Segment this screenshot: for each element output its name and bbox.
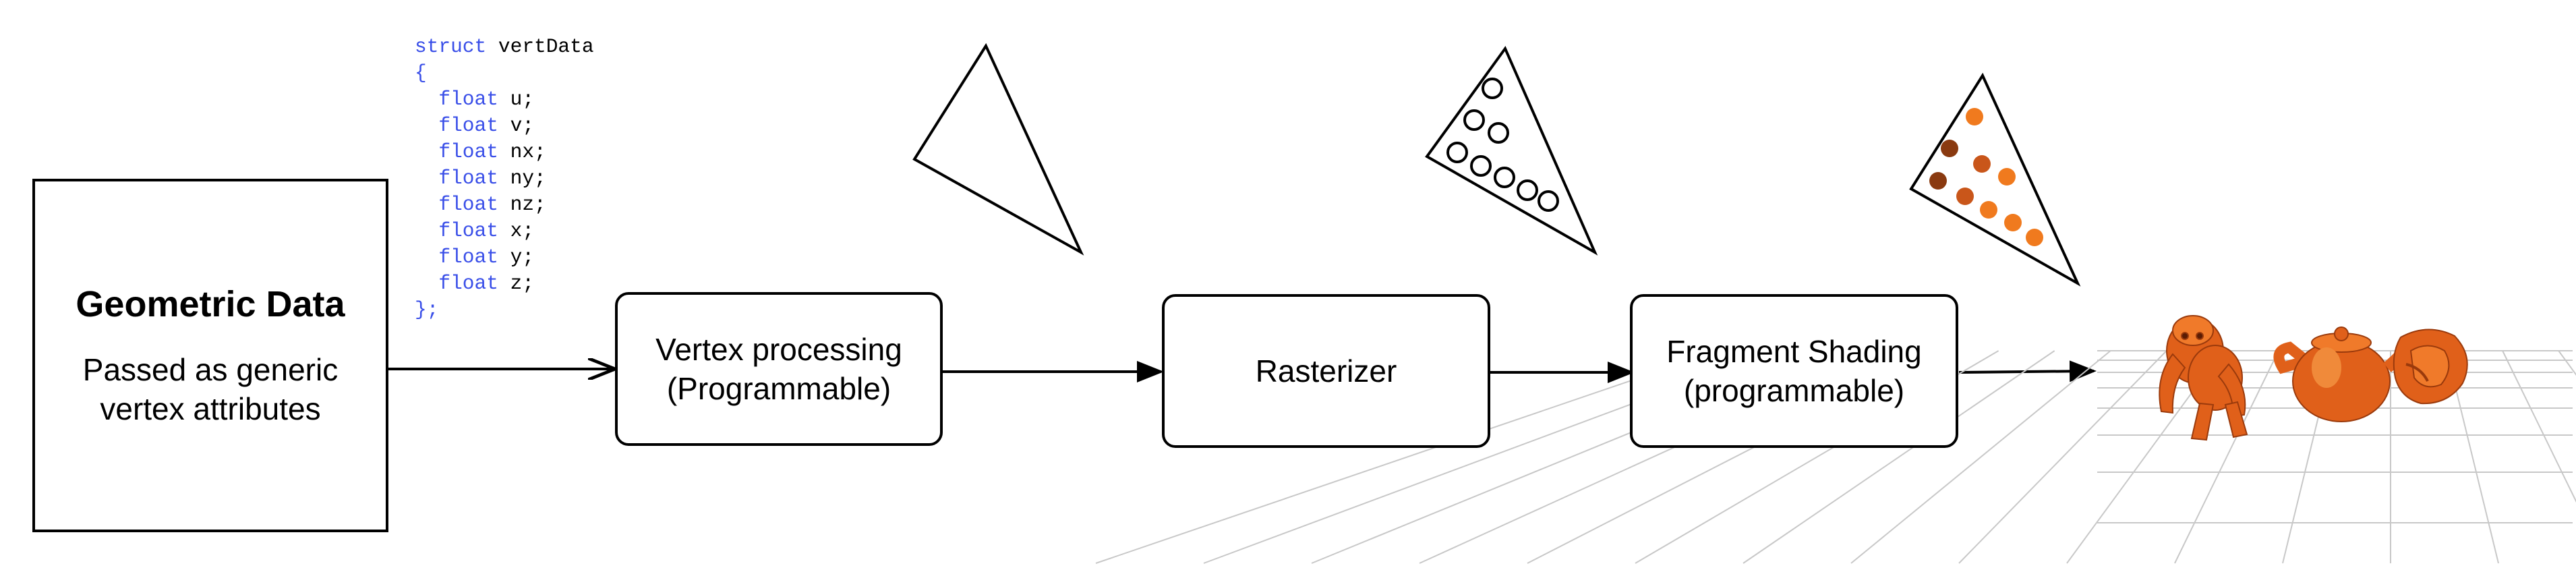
code-struct-keyword: struct xyxy=(415,35,487,58)
floor-grid-line xyxy=(2502,350,2576,503)
geometric-data-title: Geometric Data xyxy=(76,284,345,324)
shaded-fragment-dot xyxy=(1929,172,1947,190)
fragment-shading-sublabel: (programmable) xyxy=(1683,373,1905,408)
code-field-name: v; xyxy=(498,114,535,137)
vertdata-struct-code: struct vertData { float u; float v; floa… xyxy=(415,34,594,323)
dragon-model xyxy=(2393,329,2468,405)
raster-sample-dot xyxy=(1517,179,1538,201)
shaded-fragment-dot xyxy=(1973,155,1991,173)
floor-grid-line xyxy=(1095,350,1719,564)
vertex-processing-label: Vertex processing xyxy=(655,332,902,367)
triangle-icon xyxy=(912,42,1084,256)
code-float-keyword: float xyxy=(415,219,498,242)
code-field-name: y; xyxy=(498,246,535,268)
raster-sample-dot xyxy=(1494,167,1515,188)
rendered-scene-image xyxy=(1095,315,2576,564)
code-struct-name: vertData xyxy=(486,35,594,58)
fragment-shading-box: Fragment Shading (programmable) xyxy=(1630,294,1958,448)
rasterizer-label: Rasterizer xyxy=(1255,353,1397,389)
rasterizer-box: Rasterizer xyxy=(1162,294,1490,448)
code-field-name: u; xyxy=(498,88,535,111)
vertex-processing-box: Vertex processing (Programmable) xyxy=(615,292,943,446)
code-float-keyword: float xyxy=(415,167,498,190)
floor-grid-line xyxy=(1958,350,2167,564)
shaded-fragment-dot xyxy=(1966,108,1983,125)
shaded-fragment-dot xyxy=(1956,188,1974,205)
geometric-data-subtitle: Passed as generic vertex attributes xyxy=(82,352,339,426)
raster-sample-dot xyxy=(1538,190,1559,212)
geometric-data-box: Geometric Data Passed as generic vertex … xyxy=(32,179,388,532)
shaded-fragment-dot xyxy=(1941,140,1958,157)
code-field-name: z; xyxy=(498,272,535,295)
floor-grid-line xyxy=(2558,350,2576,376)
shaded-fragment-dot xyxy=(1998,168,2016,186)
code-float-keyword: float xyxy=(415,88,498,111)
raster-sample-dot xyxy=(1463,109,1485,131)
fragment-shading-label: Fragment Shading xyxy=(1666,334,1922,369)
code-field-name: ny; xyxy=(498,167,546,190)
code-close-brace: }; xyxy=(415,298,439,321)
code-field-name: nx; xyxy=(498,140,546,163)
shaded-fragment-dot xyxy=(1980,201,1997,219)
code-float-keyword: float xyxy=(415,246,498,268)
arrow-fragment-to-output xyxy=(1958,360,2097,382)
floor-grid-line xyxy=(2174,350,2279,564)
shaded-fragment-dot xyxy=(2026,229,2043,246)
code-float-keyword: float xyxy=(415,193,498,216)
code-float-keyword: float xyxy=(415,272,498,295)
raster-sample-dot xyxy=(1482,78,1503,99)
code-field-name: x; xyxy=(498,219,535,242)
code-field-name: nz; xyxy=(498,193,546,216)
raster-sample-dot xyxy=(1470,155,1492,177)
vertex-processing-sublabel: (Programmable) xyxy=(666,371,891,406)
floor-grid-line xyxy=(1850,350,2111,564)
code-float-keyword: float xyxy=(415,140,498,163)
raster-sample-dot xyxy=(1446,142,1468,163)
code-open-brace: { xyxy=(415,61,427,84)
floor-grid-line xyxy=(1743,350,2055,564)
shaded-fragment-dot xyxy=(2004,214,2022,231)
monkey-model xyxy=(2159,315,2248,441)
code-float-keyword: float xyxy=(415,114,498,137)
raster-sample-dot xyxy=(1488,122,1509,144)
rasterized-triangle-icon xyxy=(1425,46,1598,256)
shaded-triangle-icon xyxy=(1909,72,2081,287)
code-fields: float u; float v; float nx; float ny; fl… xyxy=(415,88,546,295)
